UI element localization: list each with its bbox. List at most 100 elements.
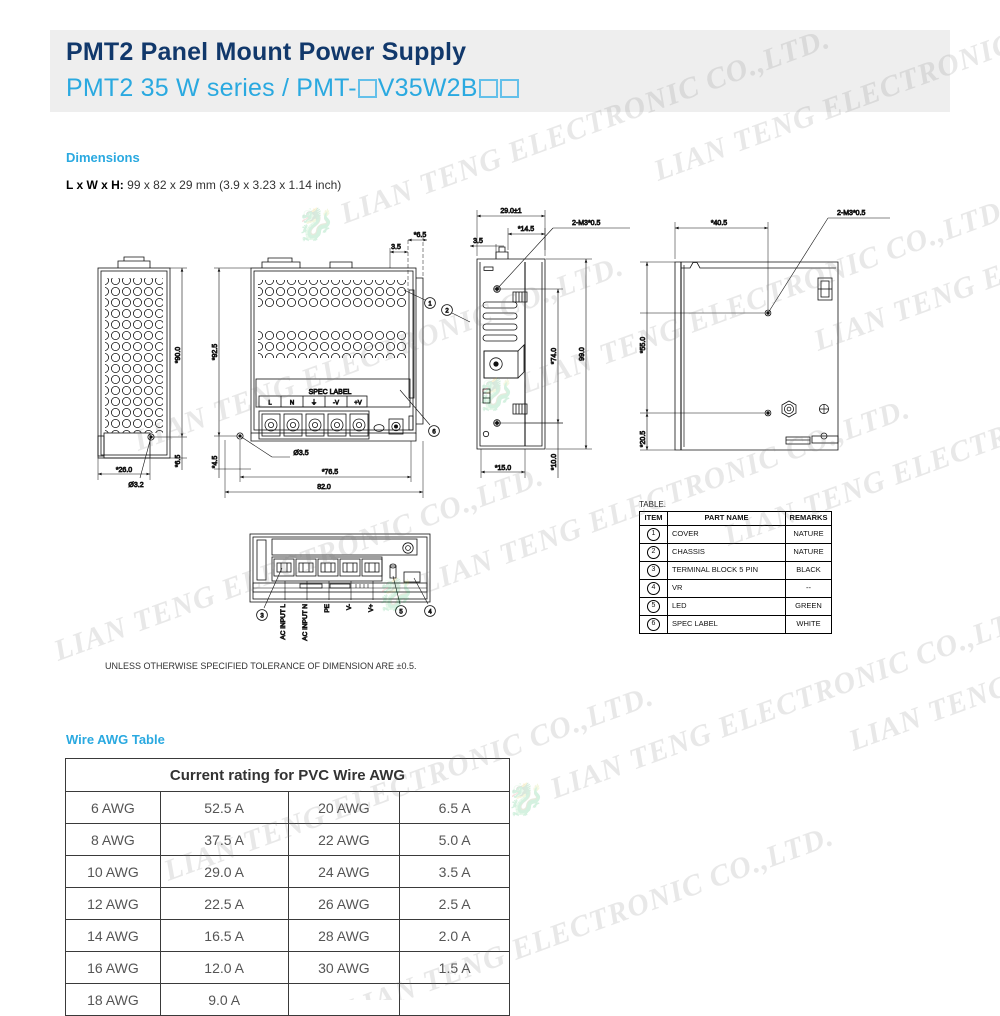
svg-text:V-: V- [346, 604, 353, 610]
awg-gauge-a: 10 AWG [65, 855, 161, 888]
awg-gauge-b: 28 AWG [287, 919, 401, 952]
drawing-view-side: 29.0±1 *14.5 3.5 2-M3*0.5 *74.0 99.0 *15… [470, 208, 630, 478]
parts-remarks: WHITE [785, 614, 832, 634]
watermark-label: LIAN TENG ELECTRONIC CO.,LTD. [129, 249, 628, 458]
item-circle: 5 [647, 599, 660, 613]
svg-text:⏚: ⏚ [311, 400, 317, 407]
svg-text:*14.5: *14.5 [518, 226, 534, 233]
watermark-text: LIAN TENG ELECTRONIC CO.,LTD. [800, 149, 1000, 362]
table-row: 12 AWG 22.5 A 26 AWG 2.5 A [65, 887, 510, 920]
svg-text:2-M3*0.5: 2-M3*0.5 [837, 210, 866, 217]
wire-awg-table: Current rating for PVC Wire AWG 6 AWG 52… [65, 758, 510, 1016]
svg-text:N: N [290, 401, 294, 407]
table-row: 5 LED GREEN [639, 596, 832, 616]
awg-gauge-b: 20 AWG [287, 791, 401, 824]
table-row: 1 COVER NATURE [639, 524, 832, 544]
table-row: 16 AWG 12.0 A 30 AWG 1.5 A [65, 951, 510, 984]
watermark-text: LIAN TENG ELECTRONIC CO.,LTD. [120, 249, 628, 462]
svg-text:V+: V+ [368, 604, 375, 612]
svg-text:PE: PE [324, 603, 331, 612]
awg-current-b: 2.5 A [399, 887, 510, 920]
item-circle: 4 [647, 581, 660, 595]
tolerance-note: UNLESS OTHERWISE SPECIFIED TOLERANCE OF … [105, 661, 417, 671]
svg-text:Ø3.2: Ø3.2 [128, 482, 143, 489]
table-row: 4 VR -- [639, 578, 832, 598]
awg-gauge-a: 16 AWG [65, 951, 161, 984]
awg-current-a: 16.5 A [159, 919, 289, 952]
watermark-label: LIAN TENG ELECTRONIC CO.,LTD. [809, 149, 1000, 358]
parts-header-item: ITEM [639, 511, 668, 526]
watermark-text: LIAN TENG ELECTRONIC CO.,LTD. [835, 549, 1000, 762]
parts-table-caption: TABLE. [639, 500, 666, 509]
svg-text:5: 5 [399, 609, 403, 615]
awg-current-a: 37.5 A [159, 823, 289, 856]
parts-item-number: 4 [639, 578, 668, 598]
svg-text:*90.0: *90.0 [175, 347, 182, 363]
svg-text:*74.0: *74.0 [551, 348, 558, 364]
awg-title-row: Current rating for PVC Wire AWG [65, 758, 510, 792]
svg-text:*26.0: *26.0 [116, 467, 132, 474]
awg-current-a: 29.0 A [159, 855, 289, 888]
parts-remarks: NATURE [785, 542, 832, 562]
parts-part-name: LED [667, 596, 786, 616]
svg-text:Ø3.5: Ø3.5 [293, 450, 308, 457]
table-row: 2 CHASSIS NATURE [639, 542, 832, 562]
svg-text:82.0: 82.0 [317, 484, 331, 491]
page-subtitle-prefix: PMT2 35 W series / PMT- [66, 74, 357, 102]
parts-remarks: -- [785, 578, 832, 598]
awg-current-a: 22.5 A [159, 887, 289, 920]
drawing-view-front: SPEC LABEL L N ⏚ -V +V [212, 232, 471, 498]
svg-text:3: 3 [260, 613, 264, 619]
dimensions-spec-label: L x W x H: [66, 178, 124, 192]
watermark-text: 🐉LIAN TENG ELECTRONIC CO.,LTD. [469, 191, 1000, 418]
parts-table: ITEM PART NAME REMARKS 1 COVER NATURE 2 … [639, 511, 832, 634]
awg-table-heading: Wire AWG Table [66, 732, 165, 747]
svg-text:*6.5: *6.5 [175, 455, 182, 468]
parts-part-name: VR [667, 578, 786, 598]
parts-remarks: GREEN [785, 596, 832, 616]
parts-remarks: BLACK [785, 560, 832, 580]
svg-text:*20.5: *20.5 [640, 431, 647, 447]
item-circle: 6 [647, 617, 660, 631]
drawing-view-left: *90.0 *6.5 *26.0 Ø3.2 [97, 256, 187, 489]
svg-text:*92.5: *92.5 [212, 344, 219, 360]
svg-text:*15.0: *15.0 [495, 465, 511, 472]
awg-gauge-b: 22 AWG [287, 823, 401, 856]
svg-text:1: 1 [428, 301, 432, 307]
awg-current-b: 5.0 A [399, 823, 510, 856]
item-circle: 3 [647, 563, 660, 577]
parts-part-name: CHASSIS [667, 542, 786, 562]
awg-current-b: 6.5 A [399, 791, 510, 824]
table-row: 10 AWG 29.0 A 24 AWG 3.5 A [65, 855, 510, 888]
drawing-view-right: *40.5 2-M3*0.5 *55.0 *20.5 [640, 210, 890, 451]
drawing-view-bottom: AC INPUT L AC INPUT N PE V- V+ 3 5 4 [249, 533, 436, 641]
watermark-text: LIAN TENG ELECTRONIC CO.,LTD. [40, 459, 548, 672]
svg-text:*76.5: *76.5 [322, 469, 338, 476]
option-box-3 [499, 79, 519, 98]
svg-text:4: 4 [428, 609, 432, 615]
svg-text:29.0±1: 29.0±1 [500, 208, 521, 215]
awg-table-title: Current rating for PVC Wire AWG [65, 758, 510, 792]
watermark-label: LIAN TENG ELECTRONIC CO.,LTD. [844, 549, 1000, 758]
page-subtitle-mid: V35W2B [377, 74, 478, 102]
svg-text:2: 2 [445, 308, 449, 314]
item-circle: 2 [647, 545, 660, 559]
watermark-label: LIAN TENG ELECTRONIC CO.,LTD. [49, 459, 548, 668]
svg-text:3.5: 3.5 [391, 244, 401, 251]
awg-gauge-b: 26 AWG [287, 887, 401, 920]
dimensions-spec: L x W x H: 99 x 82 x 29 mm (3.9 x 3.23 x… [66, 178, 341, 192]
page-title: PMT2 Panel Mount Power Supply [66, 38, 467, 66]
table-row: 6 AWG 52.5 A 20 AWG 6.5 A [65, 791, 510, 824]
header-band [50, 30, 950, 112]
parts-item-number: 1 [639, 524, 668, 544]
awg-gauge-a: 14 AWG [65, 919, 161, 952]
awg-gauge-b: 24 AWG [287, 855, 401, 888]
spec-label-text: SPEC LABEL [309, 389, 352, 396]
awg-gauge-a: 8 AWG [65, 823, 161, 856]
awg-gauge-b: 30 AWG [287, 951, 401, 984]
table-row: 8 AWG 37.5 A 22 AWG 5.0 A [65, 823, 510, 856]
table-row: 6 SPEC LABEL WHITE [639, 614, 832, 634]
parts-item-number: 2 [639, 542, 668, 562]
svg-text:AC INPUT L: AC INPUT L [280, 604, 287, 640]
watermark-label: LIAN TENG ELECTRONIC CO.,LTD. [515, 192, 1000, 401]
